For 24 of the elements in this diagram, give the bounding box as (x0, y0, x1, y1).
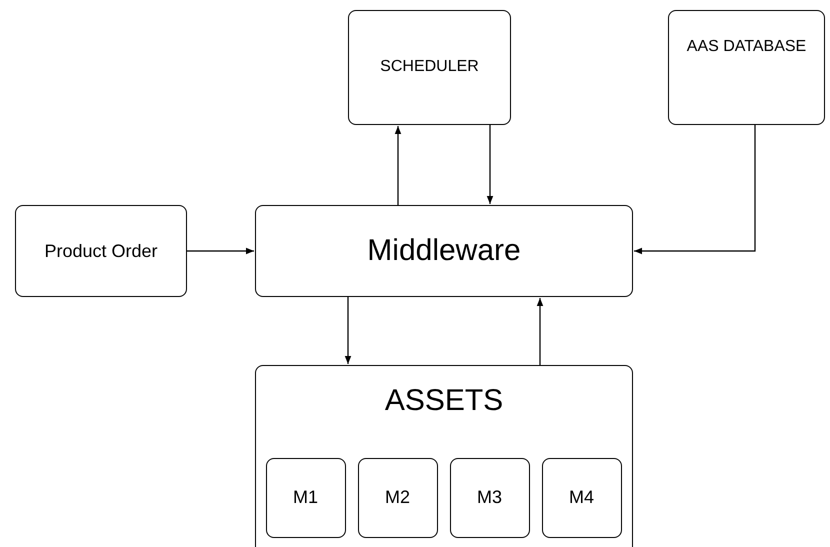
node-label: AAS DATABASE (686, 37, 806, 57)
arrow (634, 125, 756, 254)
arrow (394, 126, 402, 205)
group-title: ASSETS (384, 383, 504, 419)
node-label: M3 (476, 486, 502, 509)
node-label: Middleware (367, 233, 521, 270)
process-box (255, 205, 633, 297)
group-box (255, 365, 633, 547)
node-label: M4 (568, 486, 594, 509)
arrow (486, 125, 494, 204)
arrow (187, 248, 254, 254)
module-box (358, 458, 438, 538)
node-label: M2 (384, 486, 410, 509)
module-box (542, 458, 622, 538)
process-box (15, 205, 187, 297)
arrow (536, 298, 544, 365)
process-box (668, 10, 825, 125)
node-label: SCHEDULER (380, 57, 479, 77)
process-box (348, 10, 511, 125)
module-box (450, 458, 530, 538)
node-label: M1 (292, 486, 318, 509)
module-box (266, 458, 346, 538)
node-label: Product Order (44, 240, 158, 262)
arrow (344, 297, 352, 364)
